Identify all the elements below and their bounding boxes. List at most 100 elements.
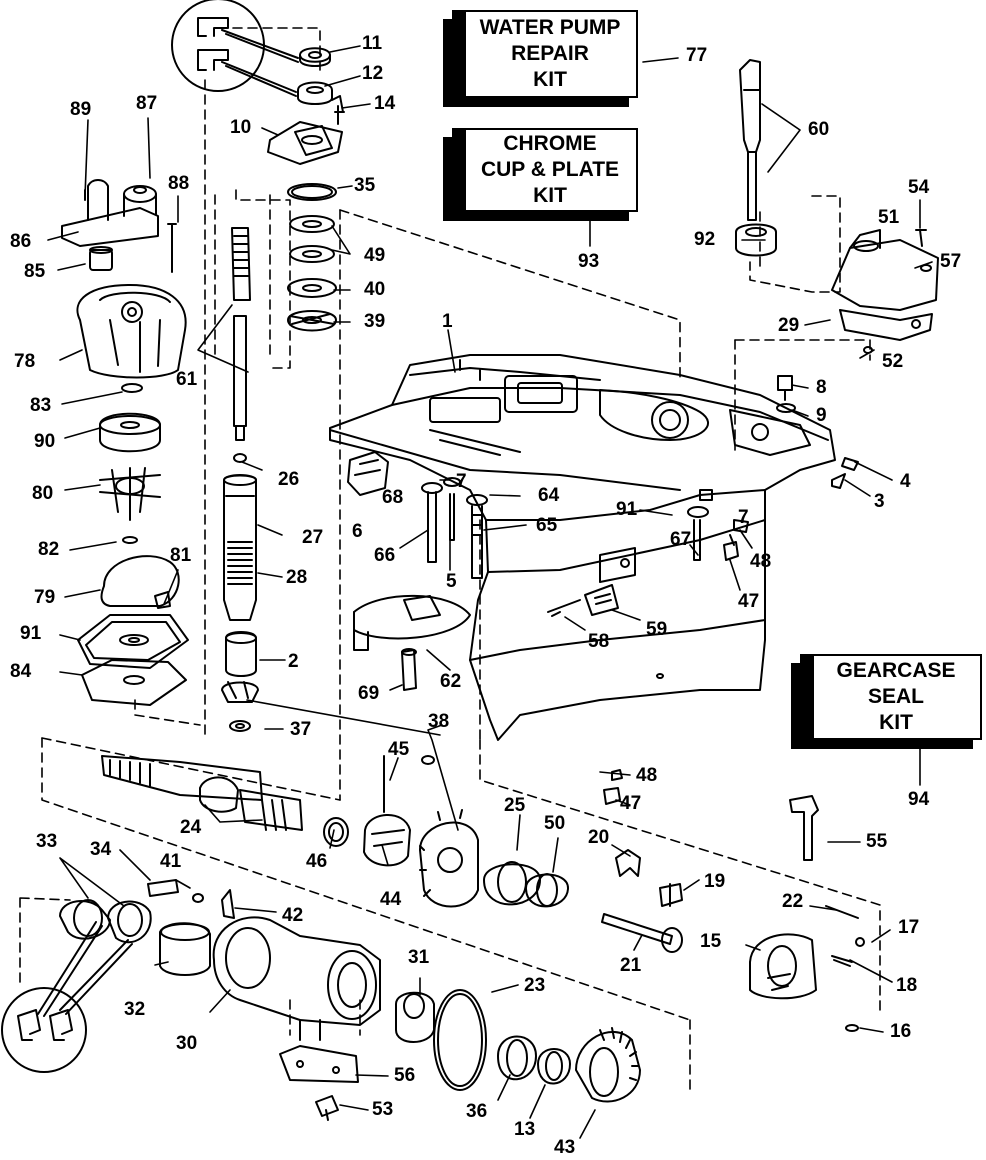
part-callout: 80 [32, 483, 54, 504]
part-callout: 5 [446, 571, 457, 592]
part-callout: 93 [578, 251, 600, 272]
water-pump-repair-kit-box: WATER PUMP REPAIR KIT [452, 10, 638, 98]
part-callout: 11 [362, 33, 383, 54]
part-callout: 35 [354, 175, 376, 196]
part-callout: 57 [940, 251, 962, 272]
center-parts [347, 451, 664, 805]
part-callout: 32 [124, 999, 146, 1020]
part-callout: 7 [738, 507, 749, 528]
part-callout: 29 [778, 315, 800, 336]
gearcase-seal-kit-box: GEARCASE SEAL KIT [800, 654, 982, 740]
part-callout: 81 [170, 545, 192, 566]
part-callout: 50 [544, 813, 566, 834]
kit-label-line: WATER PUMP [479, 16, 621, 39]
part-callout: 20 [588, 827, 610, 848]
water-pump-parts [61, 179, 189, 706]
part-callout: 26 [278, 469, 300, 490]
kit-label-line: SEAL [867, 685, 924, 708]
part-callout: 83 [30, 395, 52, 416]
part-callout: 18 [896, 975, 918, 996]
part-callout: 89 [70, 99, 92, 120]
kit-label-line: KIT [533, 68, 567, 91]
part-callout: 60 [808, 119, 830, 140]
part-callout: 34 [90, 839, 112, 860]
kit-label-line: KIT [533, 184, 567, 207]
part-callout: 2 [288, 651, 299, 672]
part-callout: 37 [290, 719, 312, 740]
part-callout: 65 [536, 515, 558, 536]
part-callout: 13 [514, 1119, 536, 1140]
part-callout: 38 [428, 711, 450, 732]
part-callout: 68 [382, 487, 404, 508]
part-callout: 36 [466, 1101, 488, 1122]
part-callout: 9 [816, 405, 827, 426]
part-callout: 10 [230, 117, 252, 138]
part-callout: 62 [440, 671, 462, 692]
part-callout: 19 [704, 871, 726, 892]
part-callout: 39 [364, 311, 386, 332]
part-callout: 82 [38, 539, 60, 560]
part-callout: 45 [388, 739, 410, 760]
part-callout: 59 [646, 619, 668, 640]
part-callout: 48 [636, 765, 658, 786]
part-callout: 51 [878, 207, 900, 228]
part-callout: 66 [374, 545, 396, 566]
leader-lines [47, 45, 933, 1139]
kit-box-accent [802, 656, 814, 738]
part-callout: 92 [694, 229, 716, 250]
chrome-cup-plate-kit-box: CHROME CUP & PLATE KIT [452, 128, 638, 212]
part-callout: 30 [176, 1033, 198, 1054]
part-callout: 49 [364, 245, 386, 266]
part-callout: 90 [34, 431, 56, 452]
part-callout: 67 [670, 529, 692, 550]
part-callout: 23 [524, 975, 546, 996]
part-callout: 14 [374, 93, 396, 114]
part-callout: 91 [616, 499, 638, 520]
part-callout: 69 [358, 683, 380, 704]
part-callout: 64 [538, 485, 560, 506]
part-callout: 4 [900, 471, 911, 492]
clip-detail-circles [1, 0, 299, 1073]
part-callout: 61 [176, 369, 198, 390]
part-callout: 52 [882, 351, 904, 372]
part-callout: 55 [866, 831, 888, 852]
part-callout: 16 [890, 1021, 912, 1042]
part-callout: 79 [34, 587, 56, 608]
part-callout: 88 [168, 173, 190, 194]
part-callout: 33 [36, 831, 58, 852]
part-callout: 86 [10, 231, 32, 252]
kit-label-line: CUP & PLATE [480, 158, 620, 181]
part-callout: 8 [816, 377, 827, 398]
part-callout: 7 [456, 471, 467, 492]
part-callout: 42 [282, 905, 304, 926]
part-callout: 31 [408, 947, 430, 968]
kit-box-accent [454, 130, 466, 210]
driveshaft-parts [221, 47, 345, 732]
top-right-parts [687, 59, 939, 561]
part-callout: 48 [750, 551, 772, 572]
part-callout: 6 [352, 521, 363, 542]
part-callout: 43 [554, 1137, 576, 1158]
part-callout: 77 [686, 45, 708, 66]
part-callout: 47 [620, 793, 642, 814]
part-callout: 17 [898, 917, 920, 938]
kit-label-line: REPAIR [511, 42, 589, 65]
part-callout: 44 [380, 889, 402, 910]
part-callout: 15 [700, 931, 722, 952]
kit-label-line: GEARCASE [836, 659, 956, 682]
part-callout: 87 [136, 93, 158, 114]
part-callout: 12 [362, 63, 384, 84]
part-callout: 84 [10, 661, 32, 682]
part-callout: 27 [302, 527, 324, 548]
part-callout: 58 [588, 631, 610, 652]
part-callout: 40 [364, 279, 386, 300]
kit-label-line: CHROME [503, 132, 597, 155]
part-callout: 78 [14, 351, 36, 372]
part-callout: 47 [738, 591, 760, 612]
part-callout: 3 [874, 491, 885, 512]
lower-gear-parts [59, 755, 865, 1121]
part-callout: 21 [620, 955, 642, 976]
part-callout: 24 [180, 817, 202, 838]
